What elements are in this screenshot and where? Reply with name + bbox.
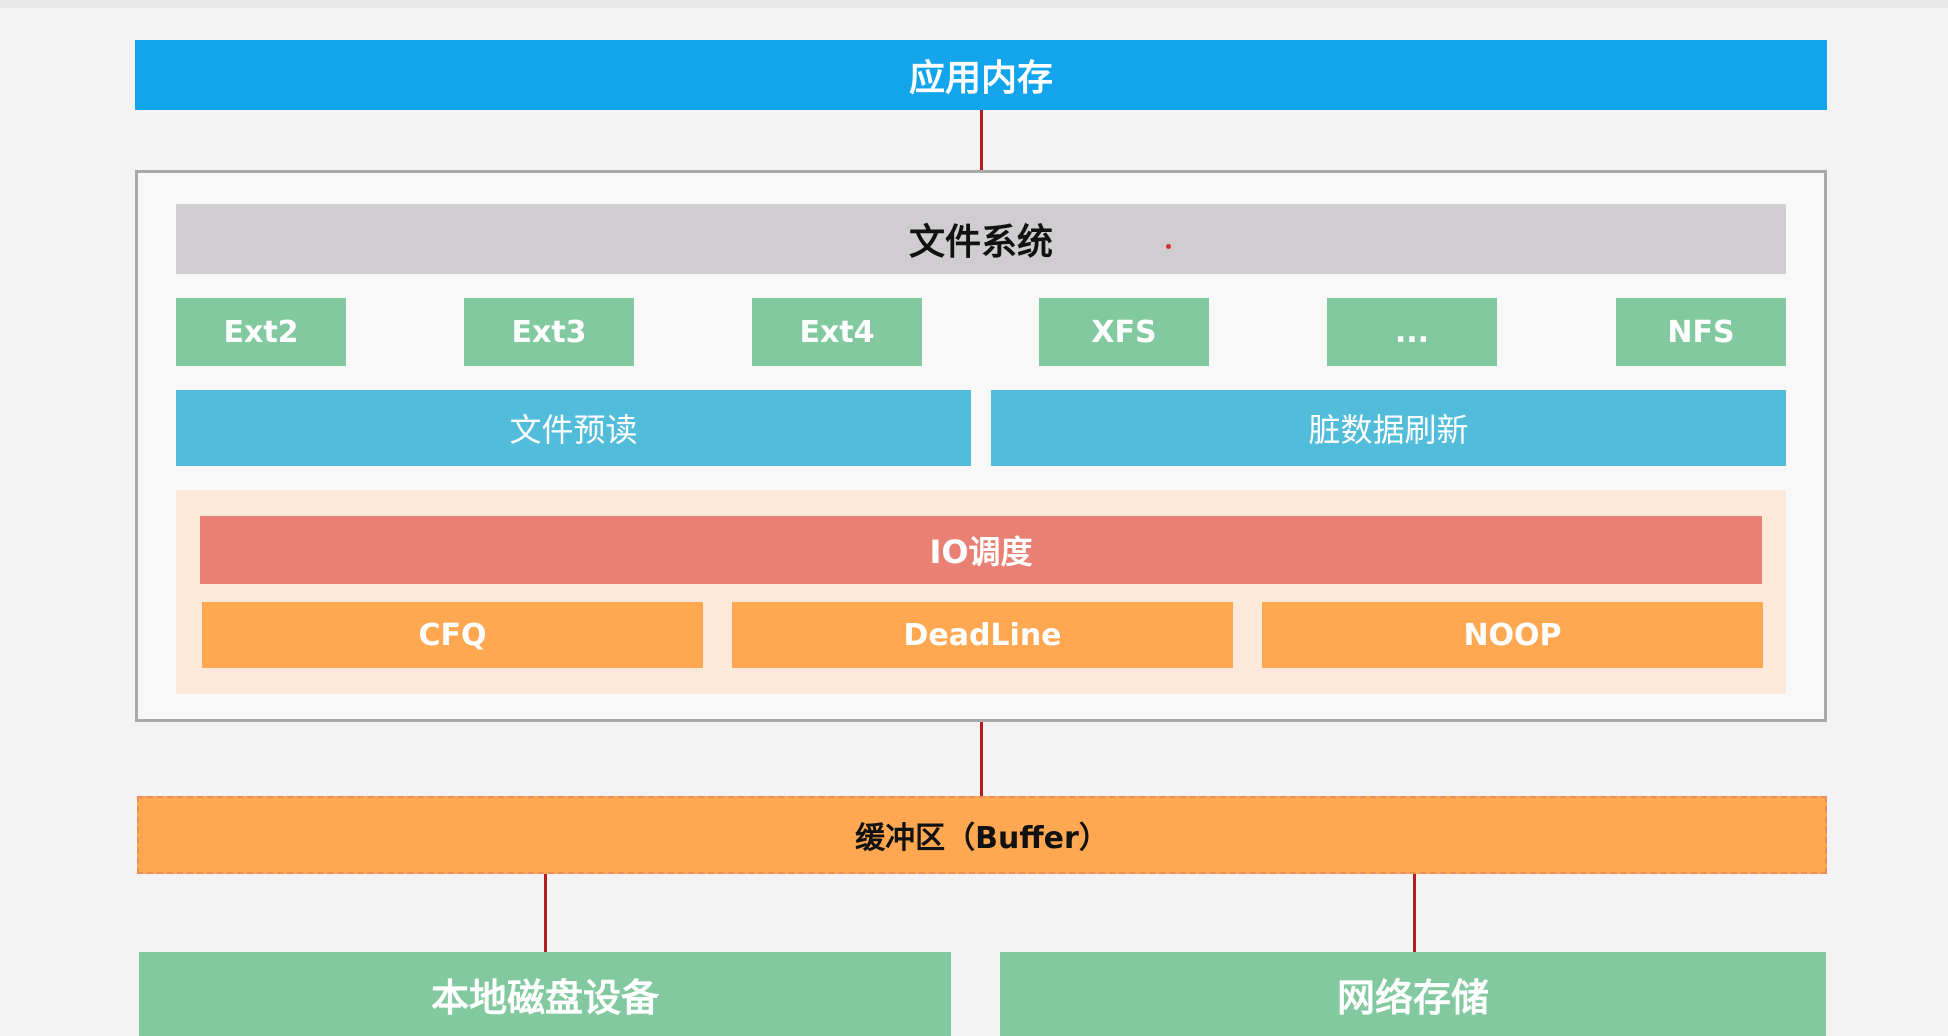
io-scheduling-title: IO调度	[929, 533, 1033, 571]
fs-type-label: Ext2	[223, 314, 299, 350]
local-disk-device-box: 本地磁盘设备	[139, 952, 951, 1036]
io-scheduler-label: CFQ	[418, 617, 487, 653]
buffer-label: 缓冲区（Buffer）	[855, 821, 1109, 856]
fs-type-label: ...	[1394, 314, 1430, 350]
file-readahead-box: 文件预读	[176, 390, 971, 466]
fs-type-ellipsis: ...	[1327, 298, 1497, 366]
app-memory-label: 应用内存	[908, 58, 1053, 99]
local-disk-device-label: 本地磁盘设备	[430, 975, 659, 1020]
connector-app-to-fs	[980, 110, 983, 170]
io-scheduler-cfq: CFQ	[202, 602, 703, 668]
io-scheduler-label: DeadLine	[903, 617, 1062, 653]
filesystem-title: 文件系统	[908, 222, 1053, 263]
top-strip	[0, 0, 1948, 8]
app-memory-box: 应用内存	[135, 40, 1827, 110]
fs-type-ext4: Ext4	[752, 298, 922, 366]
fs-type-label: Ext3	[511, 314, 587, 350]
dirty-data-flush-box: 脏数据刷新	[991, 390, 1786, 466]
network-storage-box: 网络存储	[1000, 952, 1826, 1036]
fs-type-nfs: NFS	[1616, 298, 1786, 366]
fs-type-label: XFS	[1091, 314, 1157, 350]
filesystem-title-bar: 文件系统	[176, 204, 1786, 274]
dirty-data-flush-label: 脏数据刷新	[1308, 411, 1469, 449]
io-scheduler-label: NOOP	[1463, 617, 1562, 653]
io-scheduler-noop: NOOP	[1262, 602, 1763, 668]
fs-type-ext2: Ext2	[176, 298, 346, 366]
connector-buffer-to-local-disk	[544, 874, 547, 952]
io-scheduler-deadline: DeadLine	[732, 602, 1233, 668]
file-readahead-label: 文件预读	[509, 411, 638, 449]
connector-fs-to-buffer	[980, 722, 983, 796]
fs-type-ext3: Ext3	[464, 298, 634, 366]
network-storage-label: 网络存储	[1336, 975, 1489, 1020]
buffer-box: 缓冲区（Buffer）	[137, 796, 1827, 874]
fs-type-xfs: XFS	[1039, 298, 1209, 366]
connector-buffer-to-network-storage	[1413, 874, 1416, 952]
red-dot-marker	[1166, 244, 1171, 249]
io-scheduling-title-bar: IO调度	[200, 516, 1762, 584]
fs-type-label: NFS	[1667, 314, 1735, 350]
fs-type-label: Ext4	[799, 314, 875, 350]
